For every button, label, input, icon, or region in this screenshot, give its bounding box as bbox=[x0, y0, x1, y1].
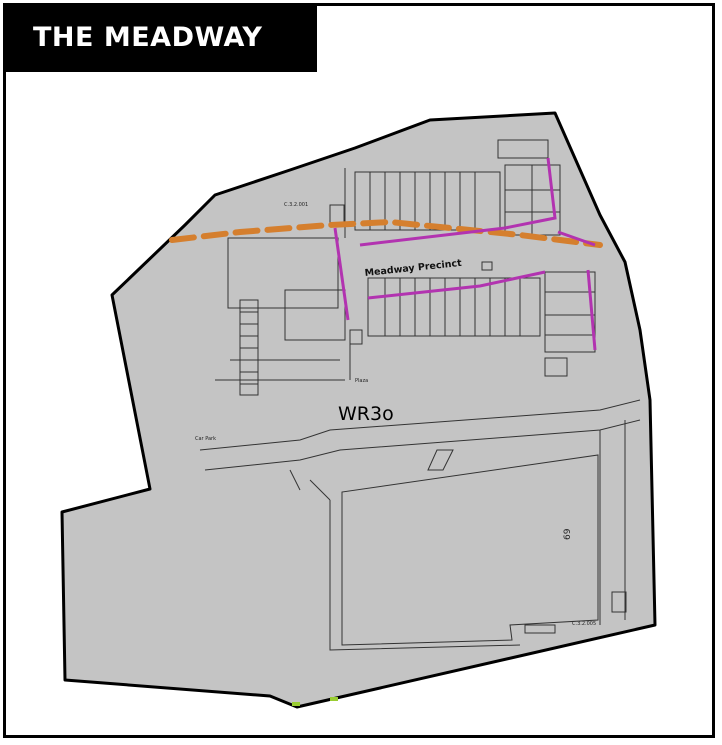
road-label-top: C.3.2.001 bbox=[284, 202, 308, 208]
site-label: WR3o bbox=[338, 403, 394, 425]
orange-route bbox=[169, 218, 603, 248]
magenta-paths bbox=[333, 157, 597, 351]
car-park-label: Car Park bbox=[195, 436, 216, 442]
site-boundary bbox=[60, 111, 657, 709]
plaza-label: Plaza bbox=[355, 378, 368, 384]
green-marker-2 bbox=[330, 697, 338, 701]
page-title: THE MEADWAY bbox=[33, 22, 263, 53]
title-banner: THE MEADWAY bbox=[3, 3, 317, 72]
building-number: 69 bbox=[563, 528, 573, 540]
green-marker bbox=[292, 702, 300, 706]
road-label-bottom: C.3.2.005 bbox=[572, 621, 596, 627]
